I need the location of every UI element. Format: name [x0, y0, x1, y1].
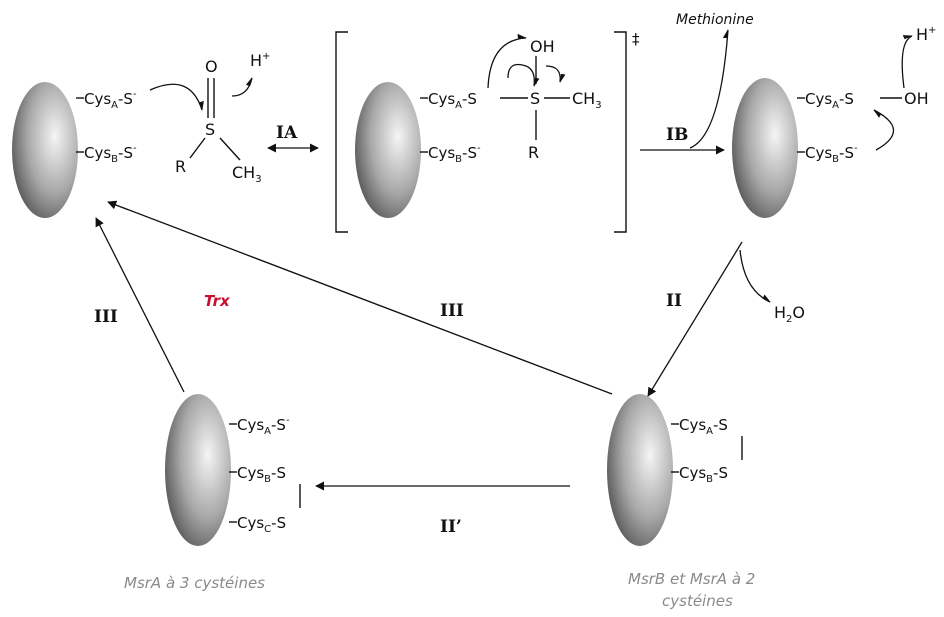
- svg-text:O: O: [205, 57, 218, 76]
- svg-text:OH: OH: [530, 37, 555, 56]
- transition-state-symbol: ‡: [632, 30, 640, 48]
- svg-text:CysA-S: CysA-S: [679, 416, 728, 437]
- ts-arrow-oh: [487, 33, 527, 89]
- methionine-label: Methionine: [676, 12, 754, 28]
- step-ii-prime-label: II’: [440, 517, 462, 537]
- sulfenic-acid-enzyme: CysA-S OH CysB-S-: [797, 89, 929, 165]
- svg-text:R: R: [528, 143, 539, 162]
- methionine-sulfoxide: O S R CH3: [175, 57, 262, 185]
- proton-1: H+: [250, 51, 270, 70]
- svg-text:CysA-S: CysA-S: [428, 90, 477, 111]
- step-ib-label: IB: [666, 125, 688, 145]
- step-iii-main-label: III: [440, 301, 464, 321]
- sulfurane-intermediate: S CH3 OH R: [500, 37, 602, 162]
- svg-text:CysB-S-: CysB-S-: [84, 143, 137, 165]
- water-label: H2O: [774, 303, 805, 325]
- svg-text:CysA-S-: CysA-S-: [84, 89, 137, 111]
- proton-arrow-2: [901, 35, 913, 89]
- svg-text:S: S: [530, 89, 540, 108]
- caption-msra-3cys: MsrA à 3 cystéines: [124, 574, 265, 592]
- top-left-thiolates: CysA-S- CysB-S-: [76, 89, 137, 165]
- svg-text:CysC-S: CysC-S: [237, 514, 286, 535]
- step-ii-label: II: [666, 291, 682, 311]
- enzyme-top-right: [732, 78, 798, 218]
- step-ii-arrow: [647, 241, 743, 397]
- caption-msrb-line1: MsrB et MsrA à 2: [628, 570, 755, 588]
- transition-state-thiolates: CysA-S CysB-S-: [420, 90, 481, 165]
- proton-arrow-1: [231, 77, 253, 97]
- svg-text:CH3: CH3: [572, 89, 602, 111]
- svg-text:CysA-S: CysA-S: [805, 90, 854, 111]
- svg-text:R: R: [175, 157, 186, 176]
- attack-arrow-1: [149, 83, 204, 111]
- bracket-right: [614, 31, 627, 233]
- water-release-arrow: [739, 249, 771, 303]
- attack-arrow-2: [873, 109, 895, 151]
- svg-text:CH3: CH3: [232, 163, 262, 185]
- bracket-left: [335, 31, 348, 233]
- msrb-2cys-residues: CysA-S CysB-S: [671, 416, 743, 485]
- methionine-release-arrow: [689, 29, 729, 149]
- ts-arrow-o: [545, 65, 566, 83]
- svg-text:CysB-S-: CysB-S-: [805, 143, 858, 165]
- ts-arrow-s: [507, 63, 540, 87]
- enzyme-msra-3cys: [165, 394, 231, 546]
- enzyme-top-middle: [355, 82, 421, 218]
- step-iii-main-arrow: [107, 200, 613, 395]
- proton-2: H+: [916, 25, 936, 44]
- step-ia-label: IA: [276, 123, 298, 143]
- enzyme-msrb-2cys: [607, 394, 673, 546]
- svg-text:CysA-S-: CysA-S-: [237, 415, 290, 437]
- svg-text:S: S: [205, 120, 215, 139]
- msra-3cys-residues: CysA-S- CysB-S CysC-S: [229, 415, 301, 535]
- svg-text:CysB-S: CysB-S: [679, 464, 728, 485]
- step-iii-left-label: III: [94, 307, 118, 327]
- enzyme-top-left: [12, 82, 78, 218]
- caption-msrb-line2: cystéines: [662, 592, 733, 610]
- step-iii-left-arrow: [95, 217, 185, 393]
- trx-label: Trx: [204, 292, 231, 310]
- svg-text:OH: OH: [904, 89, 929, 108]
- svg-text:CysB-S-: CysB-S-: [428, 143, 481, 165]
- svg-text:CysB-S: CysB-S: [237, 464, 286, 485]
